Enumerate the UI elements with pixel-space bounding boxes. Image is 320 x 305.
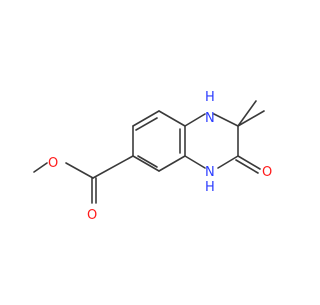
ester-o-double-label: O <box>87 208 97 223</box>
ester-o-single-label: O <box>48 156 58 171</box>
bond-ring-to-carbonyl <box>92 155 134 179</box>
bond-methyl-2 <box>237 100 257 127</box>
bond-ring-top-inner <box>135 117 158 131</box>
bond-ester-o-ch3 <box>33 162 48 173</box>
atom-labels: H N N H O O O <box>48 90 272 223</box>
n4-h-label: H <box>205 180 215 195</box>
n4-n-label: N <box>205 165 215 180</box>
molecule-canvas: H N N H O O O <box>33 90 272 223</box>
molecule-svg: H N N H O O O <box>33 90 272 223</box>
carbonyl-o-label: O <box>262 165 272 180</box>
bond-c3-carbonyl-2 <box>235 159 259 174</box>
bond-n1-to-cq <box>213 113 239 127</box>
piperazinone-ring <box>184 113 261 174</box>
bond-ester-c-o <box>65 162 94 179</box>
bond-ring-to-n1 <box>184 113 206 127</box>
benzene-ring <box>132 110 186 172</box>
n1-n-label: N <box>205 111 215 126</box>
bond-n4-to-ring <box>184 155 206 169</box>
bond-ring-top-right <box>158 110 186 127</box>
bond-c3-carbonyl-1 <box>237 155 261 170</box>
ester-group <box>33 155 134 204</box>
bond-ring-bottom <box>158 155 186 172</box>
gem-dimethyl <box>237 100 265 127</box>
bond-c3-to-n4 <box>217 155 239 169</box>
bond-ring-top <box>132 110 160 127</box>
bond-ring-left-bottom-inner <box>137 155 158 168</box>
n1-h-label: H <box>205 90 215 105</box>
bond-ring-left-bottom <box>132 155 160 172</box>
bond-methyl-1 <box>237 110 265 127</box>
